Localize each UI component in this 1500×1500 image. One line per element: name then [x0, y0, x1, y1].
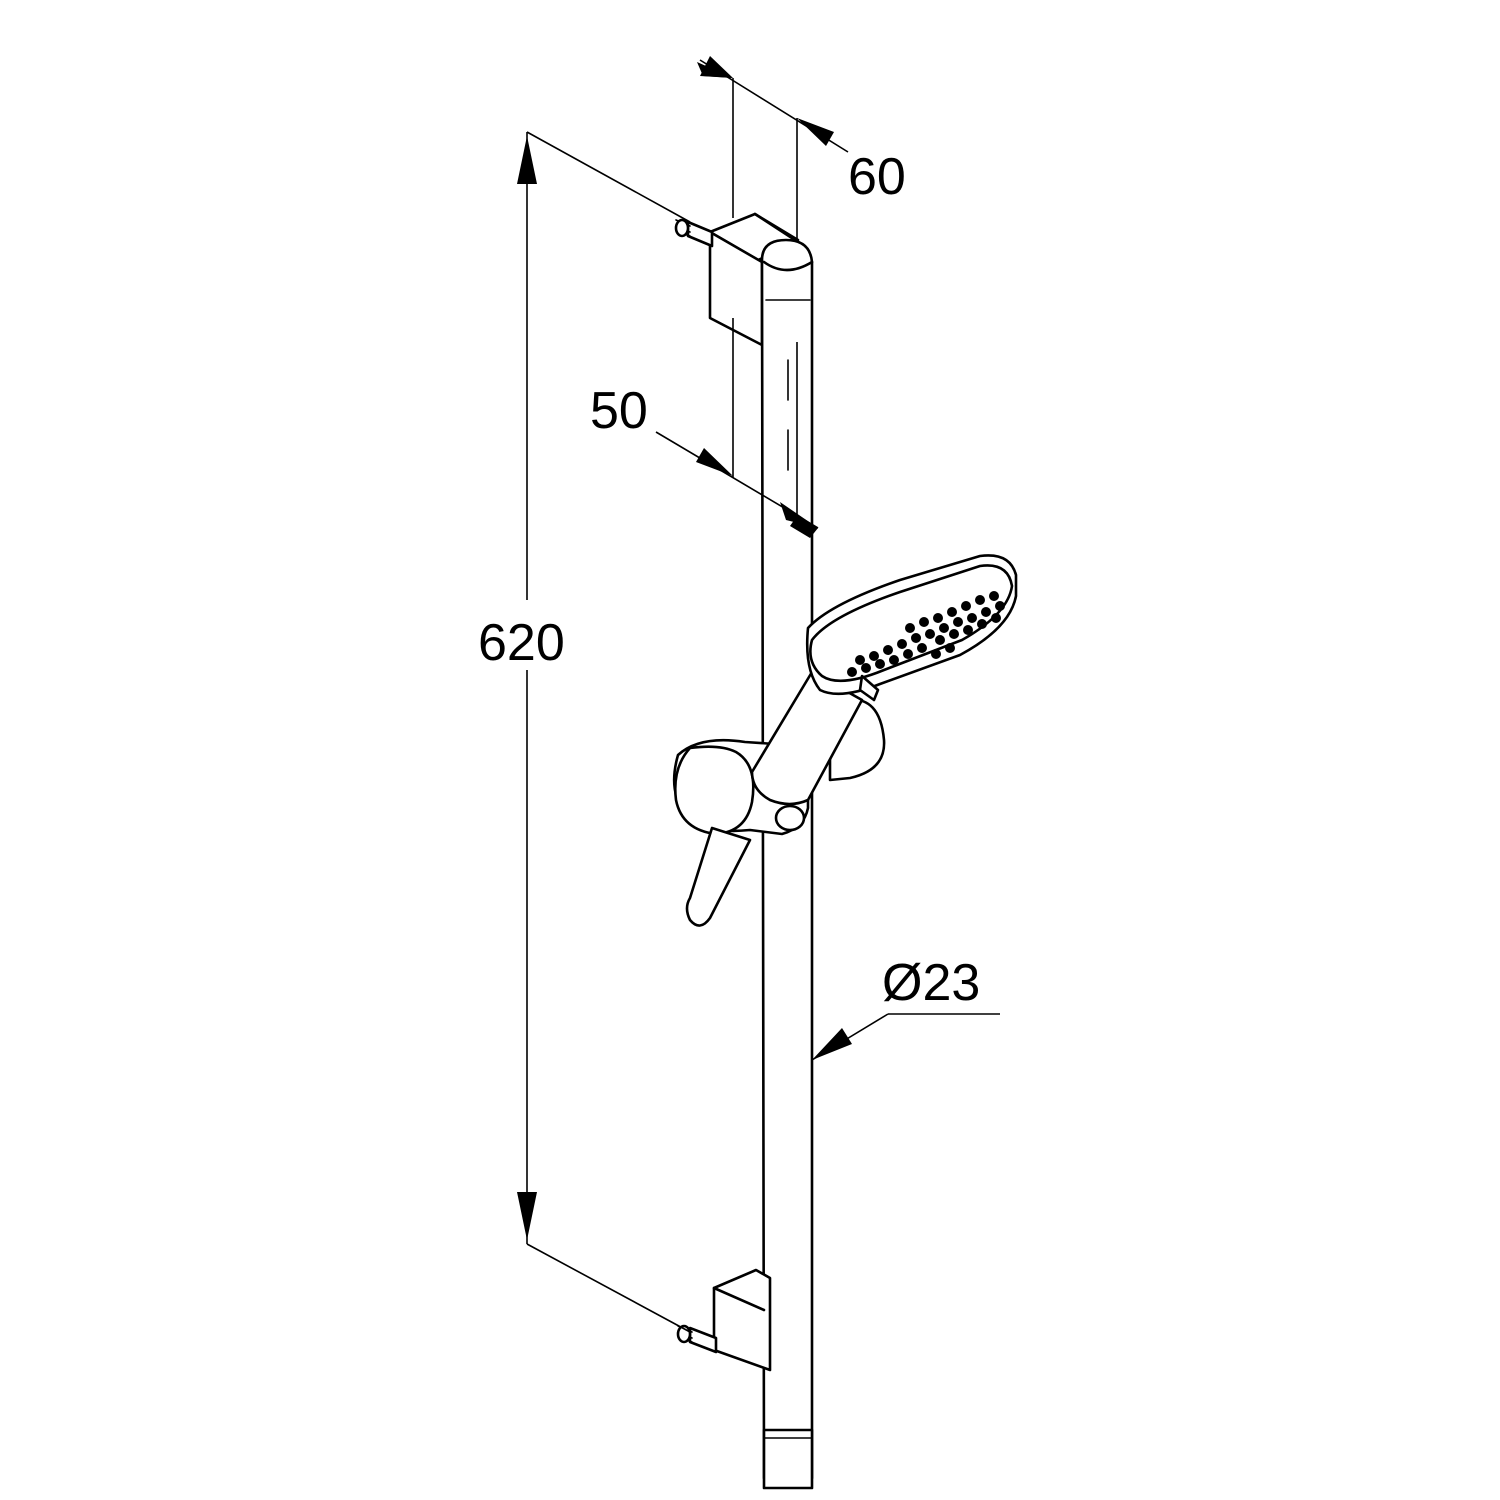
hand-shower — [750, 554, 1018, 806]
arrowhead-60-left-body — [700, 56, 733, 78]
dimension-50-label: 50 — [590, 382, 648, 440]
dimension-diameter-label: Ø23 — [882, 954, 980, 1012]
top-wall-screw — [674, 218, 714, 248]
bottom-wall-screw — [676, 1324, 718, 1354]
dimension-620-label: 620 — [478, 614, 565, 672]
arrowhead-50-right-tip — [780, 502, 818, 528]
arrowhead-620-top — [517, 136, 537, 184]
dimension-60-label: 60 — [848, 148, 906, 206]
dimension-diameter: Ø23 — [811, 954, 1000, 1061]
bottom-wall-bracket — [676, 1268, 814, 1490]
dimension-50: 50 — [590, 318, 819, 538]
arrowhead-50-left — [696, 448, 733, 476]
dimension-620: 620 — [470, 131, 691, 1333]
shower-rail — [760, 238, 814, 1480]
arrowhead-diameter — [812, 1028, 852, 1060]
arrowhead-60-right — [797, 118, 834, 146]
dimension-60: 60 — [697, 56, 906, 240]
arrowhead-620-bottom — [517, 1192, 537, 1240]
spray-nozzles — [847, 591, 1005, 677]
